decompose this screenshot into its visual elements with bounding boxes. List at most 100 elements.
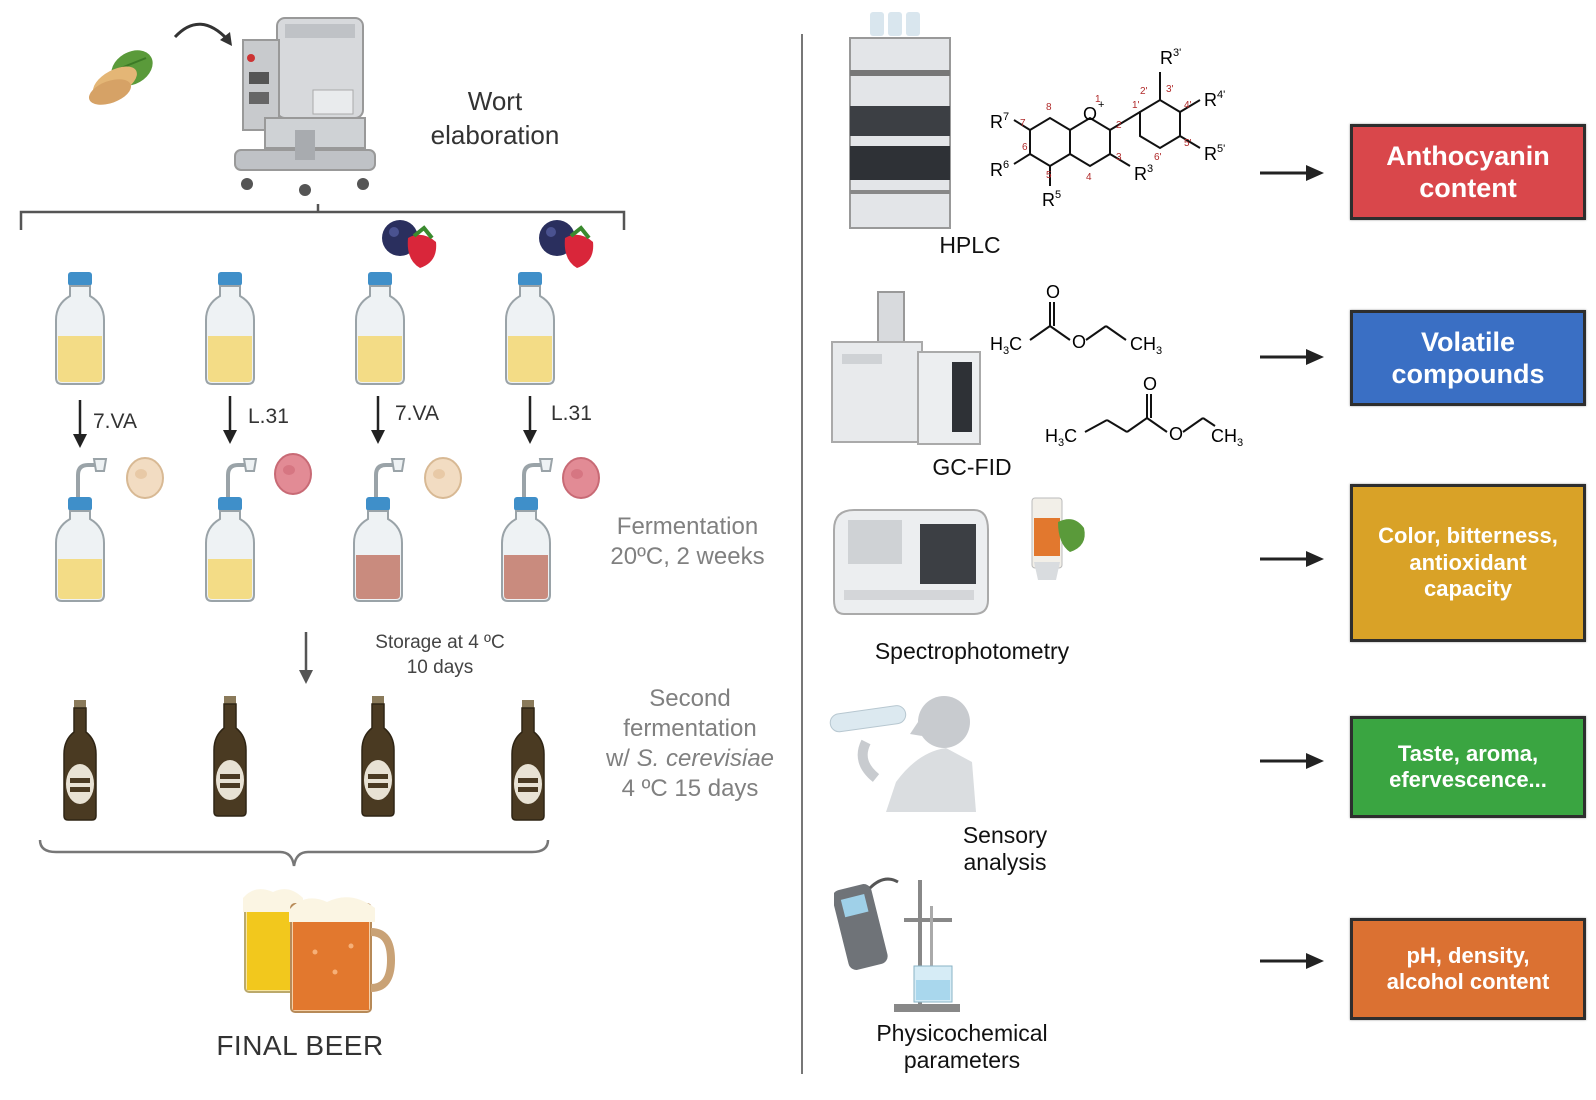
outcome-line: Color, bitterness, (1378, 523, 1558, 549)
svg-text:1': 1' (1132, 100, 1140, 111)
svg-text:+: + (1098, 99, 1104, 111)
sensory-line1: Sensory (962, 822, 1048, 848)
physico-line2: parameters (903, 1047, 1021, 1073)
panel-divider (801, 34, 803, 1074)
sensory-person-icon (829, 696, 976, 812)
hplc-label: HPLC (939, 232, 1001, 258)
wort-bottle-3 (355, 272, 405, 385)
second-line4: 4 ºC 15 days (621, 775, 759, 802)
right-arrow-icon (1260, 551, 1324, 567)
beer-bottle-2 (213, 696, 247, 817)
brewing-machine-icon (234, 17, 376, 196)
outcome-line: alcohol content (1386, 969, 1550, 994)
fermentation-bottle-4 (501, 458, 554, 602)
right-arrow-icon (1260, 953, 1324, 969)
yeast-cell-icon (126, 457, 164, 499)
svg-text:7: 7 (1020, 118, 1026, 129)
wort-title-line2: elaboration (430, 120, 560, 150)
fermentation-label: Fermentation 20ºC, 2 weeks (600, 512, 775, 572)
svg-text:O: O (1169, 424, 1183, 444)
outcome-anthocyanin-box: Anthocyanin content (1350, 124, 1586, 220)
outcome-line: Volatile (1420, 326, 1516, 357)
svg-text:5: 5 (1046, 170, 1052, 181)
svg-text:6': 6' (1154, 152, 1162, 163)
fermentation-line1: Fermentation (616, 513, 759, 540)
r6-label: R6 (990, 159, 1009, 180)
ethyl-acetate-structure: O O H3C CH3 (990, 284, 1162, 357)
outcome-line: pH, density, (1406, 942, 1530, 968)
storage-label: Storage at 4 ºC 10 days (360, 630, 520, 680)
svg-text:O: O (1143, 376, 1157, 394)
final-bracket (38, 839, 550, 867)
r4prime-label: R4' (1204, 89, 1225, 110)
svg-text:2: 2 (1116, 120, 1122, 131)
strain-label: L.31 (248, 405, 289, 428)
svg-text:6: 6 (1022, 142, 1028, 153)
hplc-instrument-icon (849, 12, 951, 229)
ethyl-butyrate-structure: O O H3C CH3 (1045, 376, 1243, 449)
outcome-line: Taste, aroma, (1397, 740, 1539, 766)
second-line3-species: S. cerevisiae (636, 745, 775, 772)
down-arrow-icon (371, 396, 385, 444)
svg-text:O: O (1083, 104, 1097, 124)
ph-meter-icon (834, 877, 960, 1012)
right-arrow-icon (1260, 165, 1324, 181)
outcome-line: efervescence... (1389, 767, 1547, 792)
fermentation-bottle-3 (353, 458, 406, 602)
beer-mugs-icon (243, 889, 395, 1013)
down-arrow-icon (299, 632, 313, 684)
beer-bottle-4 (511, 700, 545, 821)
final-beer-label: FINAL BEER (216, 1030, 384, 1061)
yeast-cell-icon (424, 457, 462, 499)
fermentation-bottle-2 (205, 458, 258, 602)
svg-text:H3C: H3C (1045, 426, 1077, 449)
r7-label: R7 (990, 111, 1009, 132)
wort-bottle-1 (55, 272, 105, 385)
r3prime-label: R3' (1160, 47, 1181, 68)
right-arrow-icon (1260, 349, 1324, 365)
outcome-line: content (1419, 173, 1517, 203)
second-fermentation-label: Second fermentation w/ S. cerevisiae 4 º… (590, 684, 790, 804)
outcome-ph-box: pH, density, alcohol content (1350, 918, 1586, 1020)
anthocyanin-structure: O + R3' R4' R5' R7 R6 R5 R3 1 2 3 4 5 6 7 8 1'… (990, 47, 1225, 210)
wort-bottle-2 (205, 272, 255, 385)
fermentation-bottle-1 (55, 458, 108, 602)
outcome-line: capacity (1423, 576, 1513, 602)
outcome-color-box: Color, bitterness, antioxidant capacity (1350, 484, 1586, 642)
outcome-line: compounds (1391, 359, 1545, 389)
wort-title-line1: Wort (467, 86, 523, 116)
gcfid-label: GC-FID (932, 454, 1012, 480)
svg-text:8: 8 (1046, 102, 1052, 113)
second-line3-prefix: w/ (605, 745, 637, 772)
ch3-label: CH3 (1130, 334, 1162, 357)
almond-hops-icon (88, 50, 153, 105)
svg-text:CH3: CH3 (1211, 426, 1243, 449)
storage-line2: 10 days (406, 657, 474, 678)
beer-bottle-1 (63, 700, 97, 821)
outcome-line: antioxidant (1409, 549, 1527, 575)
right-arrow-icon (1260, 753, 1324, 769)
berries-icon (382, 220, 437, 268)
sensory-label: Sensory analysis (950, 822, 1060, 876)
strain-label: L.31 (551, 402, 592, 425)
svg-text:1: 1 (1095, 94, 1101, 105)
berries-icon (539, 220, 594, 268)
distribution-bracket (19, 204, 626, 230)
wort-title: Wort elaboration (420, 84, 570, 152)
r5prime-label: R5' (1204, 143, 1225, 164)
svg-text:4: 4 (1086, 172, 1092, 183)
outcome-volatile-box: Volatile compounds (1350, 310, 1586, 406)
svg-text:5': 5' (1184, 138, 1192, 149)
fermentation-line2: 20ºC, 2 weeks (610, 543, 765, 570)
h3c-label: H3C (990, 334, 1022, 357)
beer-bottle-3 (361, 696, 395, 817)
second-line1: Second (649, 685, 731, 712)
gc-fid-instrument-icon (831, 291, 981, 445)
physico-line1: Physicochemical (876, 1020, 1048, 1046)
r5-label: R5 (1042, 189, 1061, 210)
r3-label: R3 (1134, 163, 1153, 184)
svg-text:3: 3 (1116, 152, 1122, 163)
wort-bottle-4 (505, 272, 555, 385)
svg-text:O: O (1046, 284, 1060, 302)
physico-label: Physicochemical parameters (862, 1020, 1062, 1074)
